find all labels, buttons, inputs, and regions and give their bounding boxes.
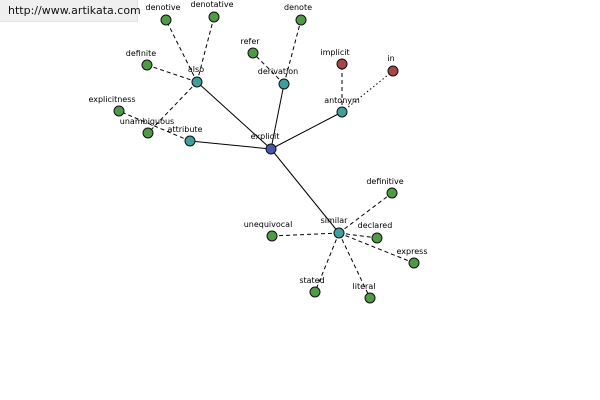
edge-explicit-attribute (189, 140, 272, 150)
node-label-definite[interactable]: definite (126, 49, 156, 58)
node-label-express[interactable]: express (397, 247, 428, 256)
edge-explicit-antonym (270, 111, 343, 150)
node-label-denote[interactable]: denote (284, 3, 312, 12)
edge-antonym-in (341, 70, 394, 113)
node-label-derivation[interactable]: derivation (258, 67, 298, 76)
node-label-implicit[interactable]: implicit (320, 48, 349, 57)
nodes-layer (113, 11, 420, 304)
node-also[interactable] (191, 76, 203, 88)
edge-also-definite (146, 64, 198, 83)
node-label-antonym[interactable]: antonym (324, 96, 360, 105)
node-label-declared[interactable]: declared (358, 221, 393, 230)
site-banner: http://www.artikata.com (0, 0, 141, 22)
node-derivation[interactable] (278, 78, 290, 90)
edge-also-denotive (165, 19, 198, 83)
node-label-also[interactable]: also (188, 65, 204, 74)
edge-explicit-derivation (270, 83, 285, 150)
node-definite[interactable] (141, 59, 153, 71)
node-label-stated[interactable]: stated (299, 276, 324, 285)
node-label-literal[interactable]: literal (353, 282, 376, 291)
edge-similar-unequivocal (271, 232, 340, 237)
node-definitive[interactable] (386, 187, 398, 199)
node-label-denotative[interactable]: denotative (190, 0, 233, 9)
node-unequivocal[interactable] (266, 230, 278, 242)
node-attribute[interactable] (184, 135, 196, 147)
node-implicit[interactable] (336, 58, 348, 70)
edge-also-unambiguous (147, 81, 198, 134)
node-label-explicitness[interactable]: explicitness (88, 95, 135, 104)
edges-layer (118, 16, 415, 299)
edge-attribute-explicitness (118, 110, 191, 142)
node-label-denotive[interactable]: denotive (146, 3, 181, 12)
edge-similar-literal (338, 232, 371, 299)
node-label-unequivocal[interactable]: unequivocal (244, 220, 293, 229)
node-in[interactable] (387, 65, 399, 77)
node-explicitness[interactable] (113, 105, 125, 117)
node-refer[interactable] (247, 47, 259, 59)
edge-explicit-also (196, 81, 272, 150)
node-similar[interactable] (333, 227, 345, 239)
node-denotive[interactable] (160, 14, 172, 26)
node-explicit[interactable] (265, 143, 277, 155)
node-antonym[interactable] (336, 106, 348, 118)
node-denotative[interactable] (208, 11, 220, 23)
node-label-similar[interactable]: similar (321, 216, 349, 225)
node-unambiguous[interactable] (142, 127, 154, 139)
labels-layer: explicit also derivation antonym attribute si… (88, 0, 427, 291)
edge-similar-stated (314, 232, 340, 293)
node-label-unambiguous[interactable]: unambiguous (120, 117, 174, 126)
edge-explicit-similar (270, 148, 340, 234)
edge-similar-declared (338, 232, 378, 239)
node-label-attribute[interactable]: attribute (168, 125, 203, 134)
node-label-refer[interactable]: refer (240, 37, 260, 46)
node-literal[interactable] (364, 292, 376, 304)
edge-derivation-refer (252, 52, 285, 85)
site-url-text: http://www.artikata.com (8, 4, 141, 17)
node-stated[interactable] (309, 286, 321, 298)
node-declared[interactable] (371, 232, 383, 244)
node-express[interactable] (408, 257, 420, 269)
node-label-explicit[interactable]: explicit (251, 132, 280, 141)
node-denote[interactable] (295, 14, 307, 26)
node-label-definitive[interactable]: definitive (366, 177, 403, 186)
node-label-in[interactable]: in (387, 54, 394, 63)
